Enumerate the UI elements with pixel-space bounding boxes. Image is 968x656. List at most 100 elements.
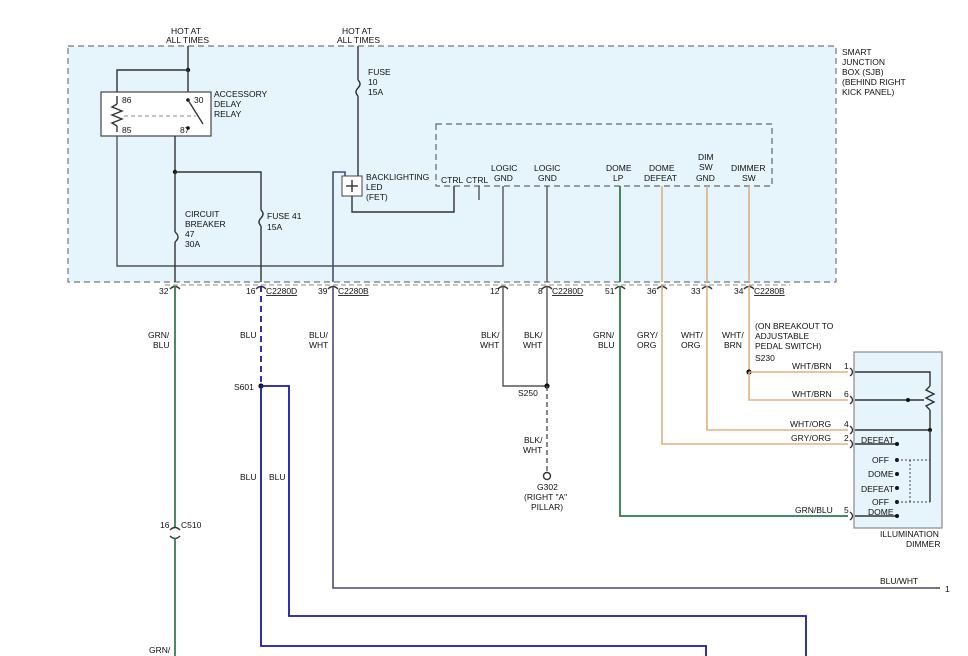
conn-c2280d-1: C2280D xyxy=(266,286,297,296)
dim-pin6-conn xyxy=(849,395,854,405)
bl-ctrl-wire xyxy=(332,171,346,282)
dim-wire-2: GRY/ORG xyxy=(791,433,831,443)
switch-off-1: OFF xyxy=(872,455,889,465)
hot-label-1b: ALL TIMES xyxy=(166,35,209,45)
ground-g302-loc-1: (RIGHT "A" xyxy=(524,492,567,502)
ctrl-label-1: CTRL xyxy=(441,175,463,185)
pin-1-right: 1 xyxy=(945,584,950,594)
sjb-label-3: BOX (SJB) xyxy=(842,67,884,77)
illumination-dimmer-label-2: DIMMER xyxy=(906,539,940,549)
wire-label-gryorg-a: GRY/ xyxy=(637,330,658,340)
dim-pin-5: 5 xyxy=(844,505,849,515)
breakout-label-1: (ON BREAKOUT TO xyxy=(755,321,834,331)
wire-grn-blu-51 xyxy=(619,286,848,517)
wire-label-grn-bottom: GRN/ xyxy=(149,645,171,655)
ground-g302 xyxy=(542,471,552,481)
wire-label-blkwht1-b: WHT xyxy=(480,340,499,350)
wire-gry-org-36 xyxy=(661,286,848,445)
wire-label-grnblu-2b: BLU xyxy=(598,340,615,350)
cb-label-1: CIRCUIT xyxy=(185,209,219,219)
relay-switch-arm xyxy=(187,99,204,125)
sjb-label-4: (BEHIND RIGHT xyxy=(842,77,906,87)
wire-label-whtorg-b: ORG xyxy=(681,340,700,350)
wire-blu-wht-39 xyxy=(332,286,936,589)
dim-pin4-conn xyxy=(849,425,854,435)
dome-defeat-a: DOME xyxy=(649,163,675,173)
fuse41-label-1: FUSE 41 xyxy=(267,211,302,221)
dome-defeat-b: DEFEAT xyxy=(644,173,677,183)
dimmer-sw-a: DIMMER xyxy=(731,163,765,173)
illumination-dimmer xyxy=(853,351,943,529)
wire-wht-org-33 xyxy=(706,286,848,431)
relay-coil xyxy=(110,103,124,127)
logic-gnd-2a: LOGIC xyxy=(534,163,560,173)
sw-dot-dome2 xyxy=(895,514,899,518)
relay-label-1: ACCESSORY xyxy=(214,89,268,99)
wire-label-blu-2: BLU xyxy=(240,472,257,482)
wire-label-blu-3: BLU xyxy=(269,472,286,482)
logic-gnd-2b: GND xyxy=(538,173,557,183)
pin-34: 34 xyxy=(734,286,744,296)
dim-sw-a: DIM xyxy=(698,152,714,162)
fuse10-label-1: FUSE xyxy=(368,67,391,77)
fuse-41 xyxy=(258,209,264,227)
fuse-10 xyxy=(355,79,361,97)
dim-pin5-conn xyxy=(849,511,854,521)
cb-label-2: BREAKER xyxy=(185,219,226,229)
wire-label-blkwht3-b: WHT xyxy=(523,445,542,455)
cb-label-3: 47 xyxy=(185,229,195,239)
dim-wire-5: GRN/BLU xyxy=(795,505,833,515)
relay-85-wire xyxy=(116,136,504,267)
bl-label-1: BACKLIGHTING xyxy=(366,172,429,182)
dim-int-1 xyxy=(855,371,931,386)
switch-off-2: OFF xyxy=(872,497,889,507)
relay-pin-85: 85 xyxy=(122,125,132,135)
hot-label-2a: HOT AT xyxy=(342,26,372,36)
pin-51: 51 xyxy=(605,286,615,296)
fuse10-label-3: 15A xyxy=(368,87,383,97)
fuse41-feed-wire xyxy=(175,171,262,210)
dim-pin1-conn xyxy=(849,367,854,377)
ctrl-label-2: CTRL xyxy=(466,175,488,185)
wire-label-blkwht1-a: BLK/ xyxy=(481,330,500,340)
logic-gnd-1b: GND xyxy=(494,173,513,183)
wire-label-whtbrn-a: WHT/ xyxy=(722,330,744,340)
wire-label-whtbrn-b: BRN xyxy=(724,340,742,350)
accessory-delay-relay xyxy=(100,91,212,137)
pin-39: 39 xyxy=(318,286,328,296)
conn-c2280d-2: C2280D xyxy=(552,286,583,296)
wire-blk-wht-12 xyxy=(502,286,547,387)
relay-contact-87 xyxy=(186,126,190,130)
sw-dot-dome1 xyxy=(895,472,899,476)
wire-label-whtorg-a: WHT/ xyxy=(681,330,703,340)
illumination-dimmer-label-1: ILLUMINATION xyxy=(880,529,939,539)
sjb-label-5: KICK PANEL) xyxy=(842,87,894,97)
splice-s601-label: S601 xyxy=(234,382,254,392)
wire-wht-brn-6 xyxy=(748,372,848,401)
breakout-label-3: PEDAL SWITCH) xyxy=(755,341,821,351)
pin-32: 32 xyxy=(159,286,169,296)
sjb-label-2: JUNCTION xyxy=(842,57,885,67)
wire-label-blkwht2-a: BLK/ xyxy=(524,330,543,340)
relay-label-2: DELAY xyxy=(214,99,242,109)
ground-g302-label: G302 xyxy=(537,482,558,492)
relay-pin-87: 87 xyxy=(180,125,190,135)
wire-label-bluwht-bottom: BLU/WHT xyxy=(880,576,918,586)
dim-wire-1: WHT/BRN xyxy=(792,361,832,371)
dim-pin-6: 6 xyxy=(844,389,849,399)
dim-pin2-conn xyxy=(849,439,854,449)
wire-label-blkwht3-a: BLK/ xyxy=(524,435,543,445)
dim-pin-1: 1 xyxy=(844,361,849,371)
dim-pin-2: 2 xyxy=(844,433,849,443)
cb-label-4: 30A xyxy=(185,239,200,249)
logic-gnd-1a: LOGIC xyxy=(491,163,517,173)
wire-blu-s601-b xyxy=(261,385,807,656)
switch-dome-1: DOME xyxy=(868,469,894,479)
pin-16: 16 xyxy=(246,286,256,296)
sw-dot-defeat1 xyxy=(895,442,899,446)
hot-label-2b: ALL TIMES xyxy=(337,35,380,45)
bl-label-3: (FET) xyxy=(366,192,388,202)
sw-dot-defeat2 xyxy=(895,486,899,490)
splice-s250-label: S250 xyxy=(518,388,538,398)
